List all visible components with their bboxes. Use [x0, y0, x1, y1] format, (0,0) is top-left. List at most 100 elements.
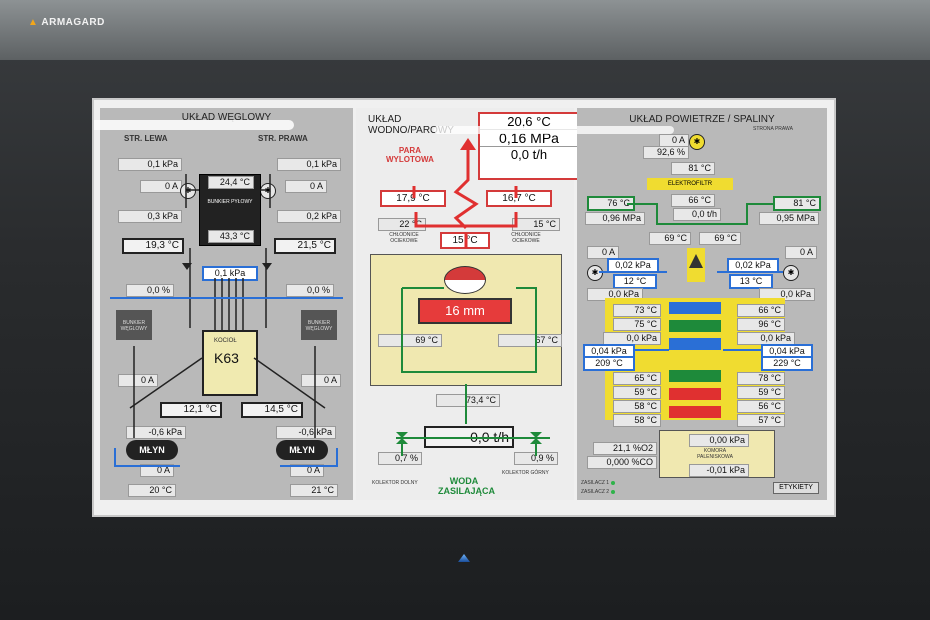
heater-block-3 [669, 338, 721, 350]
temp-69-right: 69 °C [699, 232, 741, 245]
temp-229: 229 °C [761, 356, 813, 371]
temp-13: 13 °C [729, 274, 773, 289]
right-side-label: STR. PRAWA [258, 134, 308, 143]
temp-209: 209 °C [583, 356, 635, 371]
r-temp-3: 21 °C [290, 484, 338, 497]
coal-panel-title: UKŁAD WĘGLOWY [181, 112, 272, 123]
l-percent: 0,0 % [126, 284, 174, 297]
supply-1-led [611, 481, 615, 485]
water-title-line1: UKŁAD [368, 114, 402, 125]
l-current-2: 0 A [118, 374, 158, 387]
water-temp-right: 67 °C [498, 334, 562, 347]
boiler-k63: KOCIOŁ K63 [202, 330, 258, 396]
water-temp-left: 69 °C [378, 334, 442, 347]
current-left: 0 A [587, 246, 619, 259]
collector-top-label: KOLEKTOR GÓRNY [502, 470, 549, 476]
left-58b: 58 °C [613, 414, 661, 427]
right-57: 57 °C [737, 414, 785, 427]
left-75: 75 °C [613, 318, 661, 331]
bunker-top-temp: 24,4 °C [208, 176, 254, 189]
r-current-2: 0 A [301, 374, 341, 387]
pressure-mpa-right: 0,95 MPa [759, 212, 819, 225]
l-temp-1: 19,3 °C [122, 238, 184, 254]
air-panel-title: UKŁAD POWIETRZE / SPALINY [629, 114, 775, 125]
l-temp-3: 20 °C [128, 484, 176, 497]
oxygen: 21,1 %O2 [593, 442, 657, 455]
side-label: STRONA PRAWA [753, 126, 793, 132]
labels-button[interactable]: ETYKIETY [773, 482, 819, 494]
temp-81-top: 81 °C [671, 162, 715, 175]
l-pressure-1: 0,1 kPa [118, 158, 182, 171]
heater-block-1 [669, 302, 721, 314]
coal-piping [110, 174, 343, 467]
steam-drum [444, 266, 486, 294]
coal-system-panel: UKŁAD WĘGLOWY STR. LEWA STR. PRAWA 0,1 k… [100, 108, 353, 500]
right-air-fan-icon: ✱ [783, 265, 799, 281]
l-current-1: 0 A [140, 180, 182, 193]
air-flue-ducts [599, 203, 783, 351]
furnace-label: KOMORA PALENISKOWA [697, 448, 733, 460]
pressure-zero-right: 0,0 kPa [759, 288, 815, 301]
right-mill: MŁYN [276, 440, 328, 460]
bunker-bottom-temp: 43,3 °C [208, 230, 254, 243]
pulverized-bunker: 24,4 °C BUNKIER PYŁOWY 43,3 °C [199, 174, 261, 246]
left-73: 73 °C [613, 304, 661, 317]
left-58a: 58 °C [613, 400, 661, 413]
heater-block-2 [669, 320, 721, 332]
left-valve-icon [396, 432, 408, 444]
temp-81-right: 81 °C [773, 196, 821, 211]
water-piping [396, 138, 550, 456]
power-icon[interactable] [458, 554, 470, 562]
para-label: PARA [398, 146, 421, 155]
woda-label: WODA [449, 476, 479, 486]
air-flue-panel: UKŁAD POWIETRZE / SPALINY STRONA PRAWA 0… [577, 108, 827, 500]
right-valve-icon [530, 432, 542, 444]
right-78: 78 °C [737, 372, 785, 385]
left-air-fan-icon: ✱ [587, 265, 603, 281]
temp-66: 66 °C [671, 194, 715, 207]
fan-percent-top: 92,6 % [643, 146, 689, 159]
r-current-3: 0 A [290, 464, 324, 477]
brand-triangle-icon: ▲ [28, 17, 39, 28]
right-59: 59 °C [737, 386, 785, 399]
steam-pressure: 0,16 MPa [480, 130, 578, 147]
current-right: 0 A [785, 246, 817, 259]
steam-temp-right: 16,7 °C [486, 190, 552, 207]
supply-1-label: ZASILACZ 1 [581, 480, 610, 486]
steam-flow: 0,0 t/h [510, 147, 548, 162]
air-flow: 0,0 t/h [673, 208, 721, 221]
left-side-label: STR. LEWA [124, 134, 168, 143]
left-65: 65 °C [613, 372, 661, 385]
r-temp-2: 14,5 °C [241, 402, 303, 418]
r-pressure-2: 0,2 kPa [277, 210, 341, 223]
r-current-1: 0 A [285, 180, 327, 193]
furnace-pressure-2: -0,01 kPa [689, 464, 749, 477]
pressure-mpa-left: 0,96 MPa [585, 212, 645, 225]
left-59: 59 °C [613, 386, 661, 399]
supply-2-label: ZASILACZ 2 [581, 489, 610, 495]
valve-left-pct: 0,7 % [378, 452, 422, 465]
boiler-id: K63 [214, 350, 239, 366]
r-percent: 0,0 % [286, 284, 334, 297]
left-coal-bunker: BUNKIER WĘGLOWY [116, 310, 152, 340]
electrofilter: ELEKTROFILTR [647, 178, 733, 190]
supply-2-led [611, 490, 615, 494]
bunker-label: BUNKIER PYŁOWY [207, 199, 253, 205]
l-temp-2: 12,1 °C [160, 402, 222, 418]
brand-logo: ▲ARMAGARD [28, 17, 105, 28]
right-56: 56 °C [737, 400, 785, 413]
wylotowa-label: WYLOTOWA [386, 155, 434, 164]
r-temp-1: 21,5 °C [274, 238, 336, 254]
heater-block-5 [669, 388, 721, 400]
water-title-line2: WODNO/PAROWY [368, 125, 454, 136]
scada-screen: UKŁAD WĘGLOWY STR. LEWA STR. PRAWA 0,1 k… [92, 98, 836, 517]
l-current-3: 0 A [140, 464, 174, 477]
carbon-monoxide: 0,000 %CO [587, 456, 657, 469]
cooler-temp-left: 22 °C [378, 218, 426, 231]
right-66: 66 °C [737, 304, 785, 317]
l-pressure-2: 0,3 kPa [118, 210, 182, 223]
